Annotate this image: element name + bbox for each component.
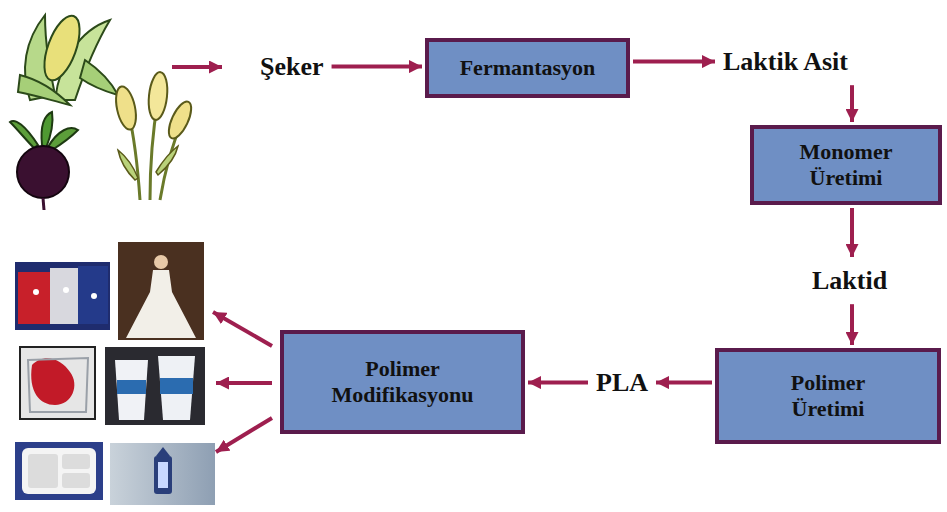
lantern-photo [154,456,172,494]
beet-illustration [10,112,78,210]
layout-arrow [172,67,272,452]
material-name: Şeker [260,51,324,82]
material-name: Laktid [812,265,887,296]
corn-illustration [18,75,70,105]
beet-illustration [17,146,69,198]
lantern-photo [158,462,168,488]
fabric-photo [50,268,80,324]
process-box: Polimer Üretimi [715,348,941,444]
wheat-illustration [147,71,170,121]
corn-illustration [18,11,118,105]
wheat-illustration [118,150,138,180]
flow-arrow [850,304,854,345]
wedding-dress-photo [118,242,204,340]
packaging-photo [28,358,88,412]
beet-illustration [43,198,44,210]
beet-illustration [48,128,78,150]
layout-arrow [216,418,272,452]
packaging-photo [20,347,95,419]
wedding-dress-photo [118,242,204,340]
layout-arrow [213,312,272,346]
flow-arrow [656,381,712,385]
fabric-photo [91,293,97,299]
process-box: Polimer Modifikasyonu [280,330,525,434]
tray-photo [15,442,103,500]
cups-photo [160,378,193,394]
packaging-photo [20,347,95,419]
cups-photo [117,380,146,394]
process-box: Monomer Üretimi [750,125,942,205]
product-label: PLA [596,367,648,398]
fabric-photo [33,289,39,295]
fabric-photo [15,262,110,330]
flow-arrow [850,208,854,257]
fabric-photo [78,266,108,324]
lantern-photo [110,443,215,505]
product-label: Laktik Asit [723,46,848,77]
process-name: Polimer Üretimi [767,370,889,423]
cups-photo [158,356,195,420]
fabric-photo [63,287,69,293]
tray-photo [22,448,96,494]
flow-arrow [633,60,715,64]
tray-photo [15,442,103,500]
corn-illustration [80,60,118,95]
fabric-photo [15,262,110,330]
tray-photo [62,454,90,469]
process-name: Polimer Modifikasyonu [302,356,503,409]
flow-arrow [528,381,588,385]
layout-arrow [172,65,222,69]
corn-illustration [37,11,87,84]
flow-arrow [850,85,854,122]
tray-photo [28,454,58,488]
lantern-photo [110,443,215,505]
product-label: Şeker [260,51,324,82]
material-name: Laktik Asit [723,46,848,77]
wheat-illustration [113,71,196,200]
material-name: PLA [596,367,648,398]
cups-photo [105,347,205,425]
process-name: Fermantasyon [460,55,596,81]
cups-photo [105,347,205,425]
wedding-dress-photo [154,255,168,269]
wheat-illustration [113,85,140,132]
process-box: Fermantasyon [425,38,630,98]
packaging-photo [31,358,74,405]
beet-illustration [10,121,38,148]
cups-photo [115,360,148,420]
tray-photo [62,473,90,488]
fabric-photo [18,272,52,324]
flow-arrow [332,65,422,69]
wheat-illustration [164,98,195,141]
wheat-illustration [156,146,178,175]
layout-arrow [216,381,272,385]
wedding-dress-photo [126,270,196,338]
process-name: Monomer Üretimi [788,139,904,192]
product-label: Laktid [812,265,887,296]
lantern-photo [156,447,170,456]
